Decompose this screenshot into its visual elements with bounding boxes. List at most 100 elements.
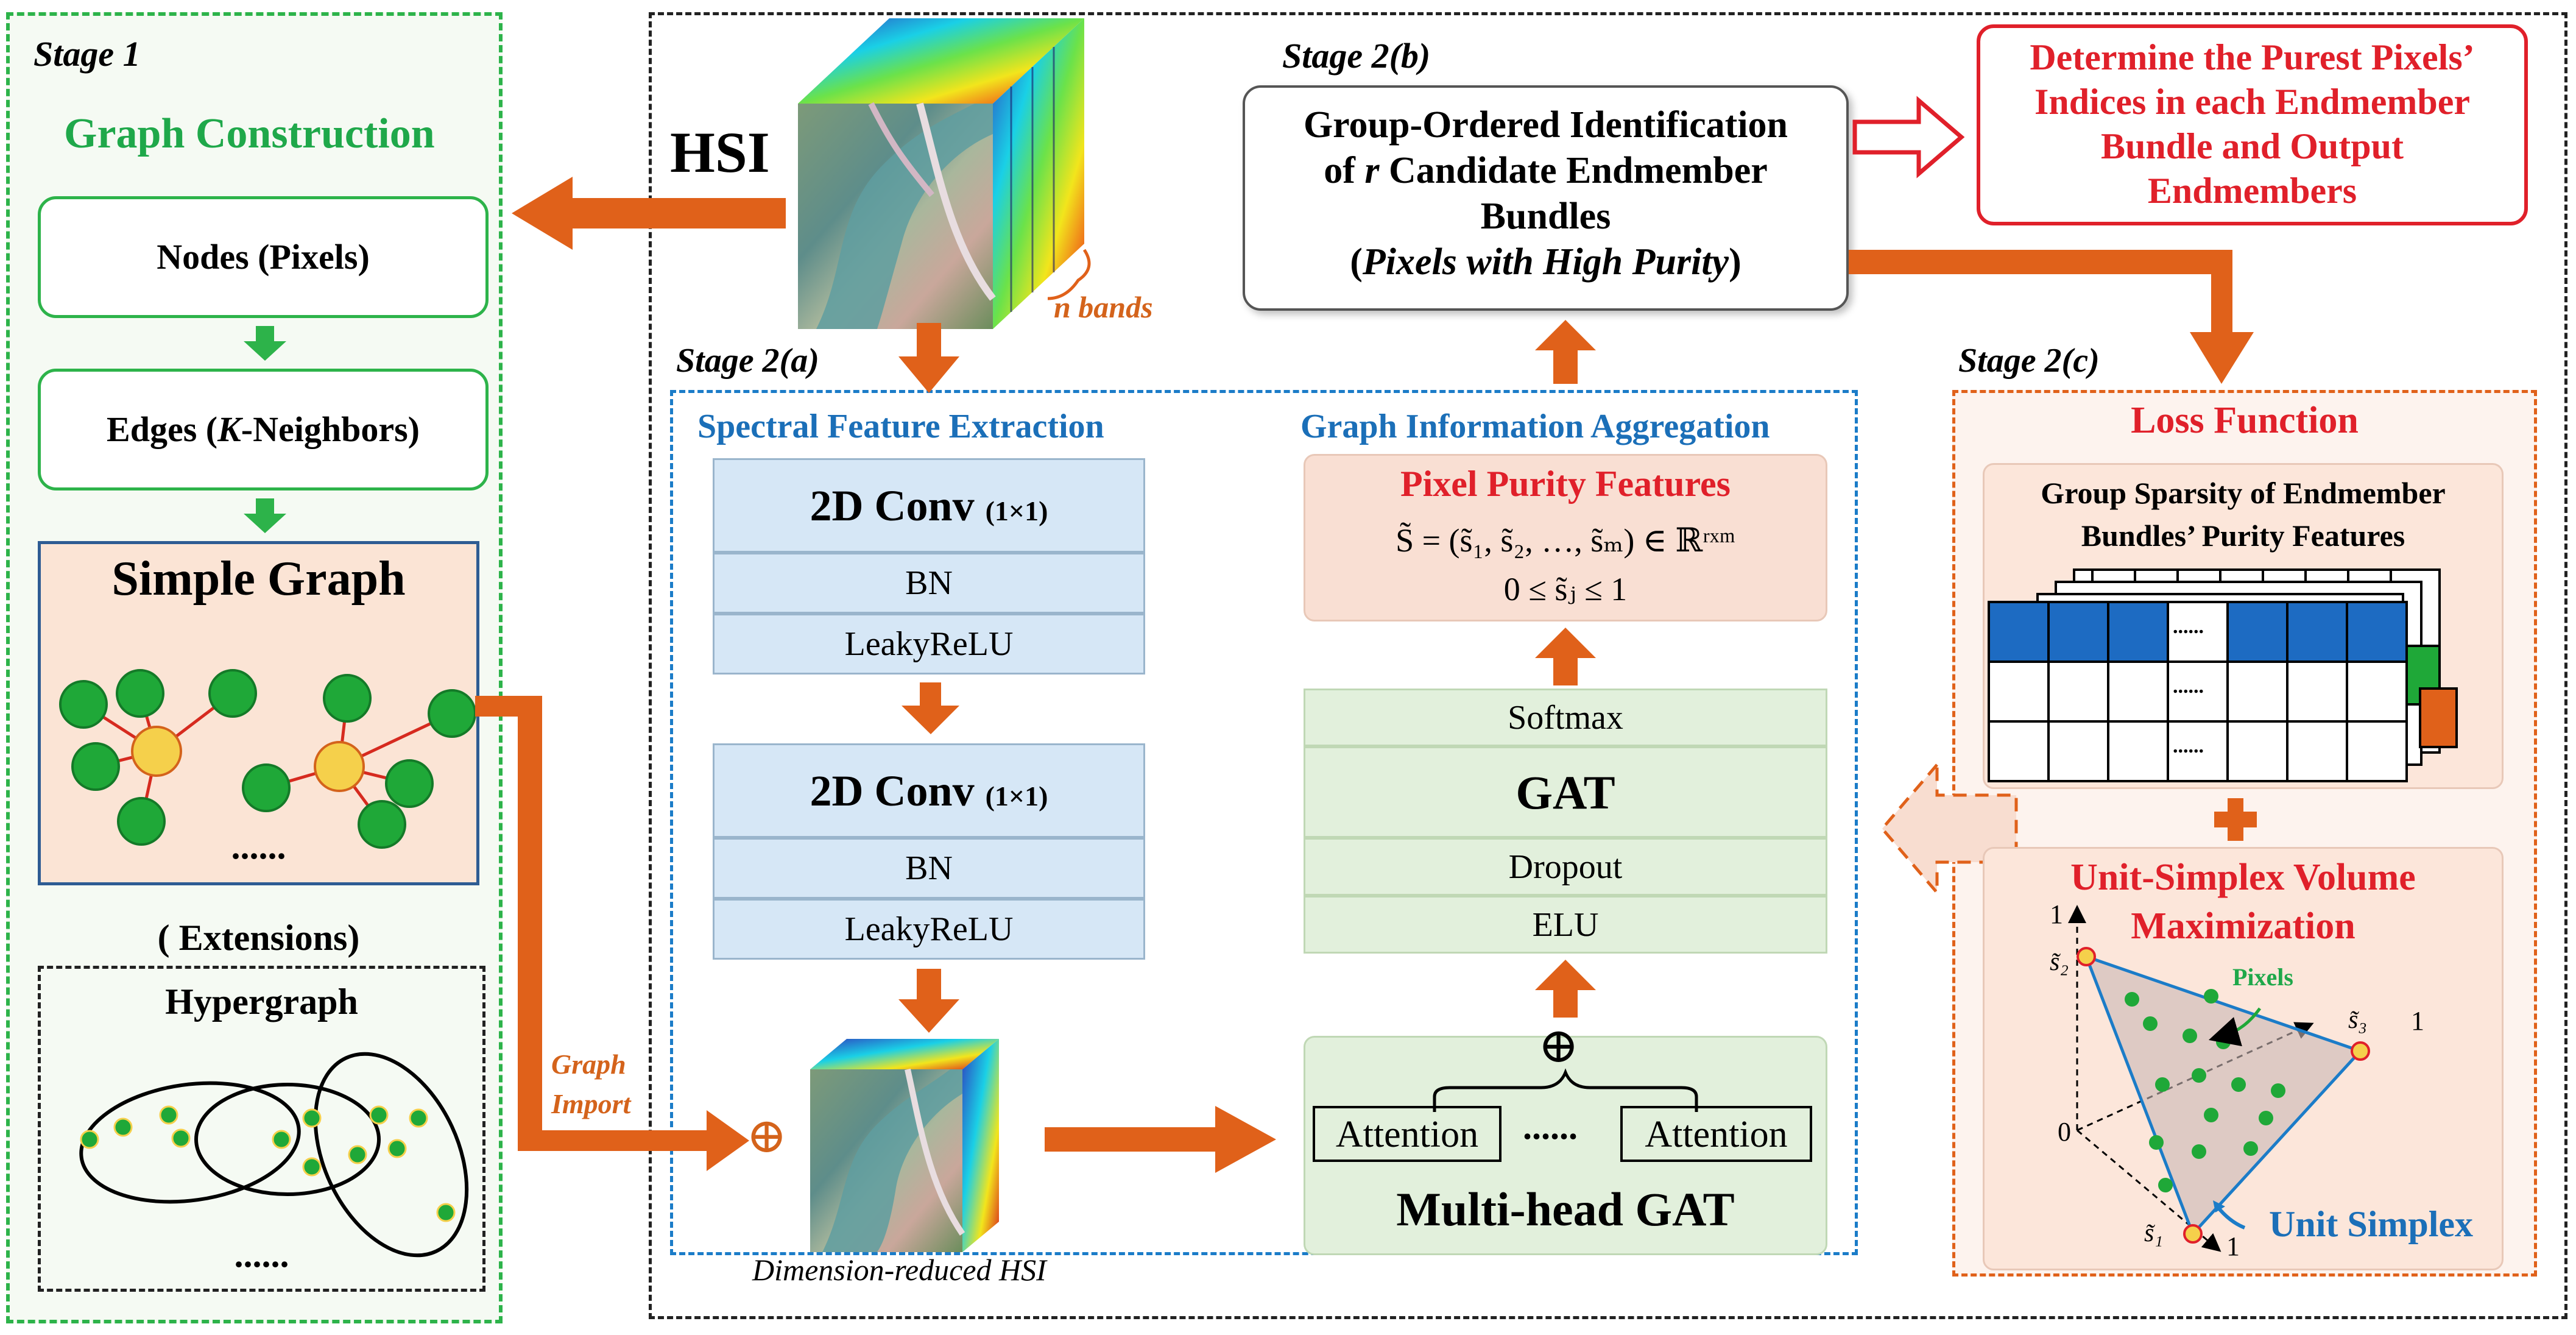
stage1-arrows (244, 326, 286, 533)
spectral-feature-title: Spectral Feature Extraction (697, 408, 1104, 445)
group-line2-r: r (1364, 150, 1380, 191)
graph-construction-title: Graph Construction (64, 110, 435, 157)
node (59, 680, 108, 729)
edges-label-k: K (217, 409, 241, 449)
arrow-hsi-to-conv (898, 323, 959, 393)
arrow-reduced-to-multihead (1045, 1106, 1276, 1173)
attention-bracket (1433, 1068, 1698, 1112)
bn1-label: BN (905, 564, 953, 602)
nodes-label: Nodes (Pixels) (157, 237, 370, 277)
group-line2: of r Candidate Endmember (1243, 149, 1849, 193)
vertex-s1 (2183, 1224, 2203, 1244)
hypergraph-box (38, 966, 485, 1292)
extensions-label: ( Extensions) (157, 918, 360, 958)
lrelu-block-2: LeakyReLU (713, 899, 1145, 960)
attention-2: Attention (1620, 1106, 1812, 1162)
table-dots-3: ...... (2173, 735, 2204, 757)
axis-one-top: 1 (2050, 899, 2063, 929)
graph-import-label-2: Import (551, 1088, 631, 1119)
arrow-softmax-to-ppf (1535, 628, 1596, 685)
unit-simplex-drawing (2068, 905, 2370, 1252)
conv2-sub: (1×1) (985, 781, 1048, 812)
table-dots-2: ...... (2173, 675, 2204, 698)
cube-side (993, 18, 1084, 329)
hypergraph-dots: ...... (234, 1234, 289, 1275)
attention-1: Attention (1313, 1106, 1501, 1162)
node (242, 763, 291, 812)
hyper-node (171, 1128, 191, 1148)
softmax-label: Softmax (1508, 699, 1623, 737)
gs-line1: Group Sparsity of Endmember (2041, 476, 2446, 510)
simple-graph-dots: ...... (231, 826, 286, 866)
arrow-edges-to-graph (244, 498, 286, 533)
dropout-block: Dropout (1304, 838, 1827, 896)
group-line4-pre: ( (1350, 241, 1363, 283)
hyper-node (369, 1105, 389, 1125)
node (116, 669, 164, 718)
nodes-box: Nodes (Pixels) (38, 196, 489, 318)
elu-block: ELU (1304, 896, 1827, 954)
multihead-gat-label: Multi-head GAT (1396, 1183, 1735, 1236)
hyper-node (113, 1117, 133, 1137)
attention-dots: ...... (1523, 1107, 1578, 1147)
output-line1: Determine the Purest Pixels’ (2030, 37, 2475, 77)
vertex-s2 (2077, 947, 2096, 966)
hyper-node (302, 1157, 322, 1177)
edges-label-prefix: Edges ( (107, 409, 218, 449)
lrelu-block-1: LeakyReLU (713, 614, 1145, 675)
group-line4-post: ) (1729, 241, 1741, 283)
simple-graph-title: Simple Graph (111, 552, 406, 606)
hsi-cube (798, 18, 1091, 329)
hyper-node (348, 1145, 367, 1164)
stage2a-panel (670, 390, 1858, 1255)
stage1-label: Stage 1 (34, 34, 141, 74)
attention-1-label: Attention (1335, 1114, 1479, 1155)
hsi-label: HSI (670, 120, 770, 185)
arrow-ppf-to-group (1535, 320, 1596, 384)
edges-label-suffix: -Neighbors) (241, 409, 420, 449)
table-dots-1: ...... (2173, 615, 2204, 638)
arrow-nodes-to-edges (244, 326, 286, 361)
center-node (131, 726, 182, 777)
output-line3: Bundle and Output (2101, 126, 2404, 166)
group-line2-pre: of (1324, 150, 1365, 191)
hyper-node (436, 1203, 456, 1222)
conv1-main: 2D Conv (810, 481, 975, 530)
dropout-label: Dropout (1508, 848, 1623, 886)
arrow-conv2-to-reduced (898, 969, 959, 1033)
simple-graph-drawing (59, 669, 476, 849)
oplus-graph-import: ⊕ (746, 1110, 788, 1163)
arrow-group-to-output (1852, 96, 1965, 179)
loss-function-title: Loss Function (2131, 400, 2359, 441)
plus-sign (2214, 798, 2257, 841)
gat-block: GAT (1304, 746, 1827, 838)
conv-block-1: 2D Conv (1×1) (713, 458, 1145, 553)
axis-zero: 0 (2058, 1117, 2071, 1147)
attention-2-label: Attention (1645, 1114, 1788, 1155)
group-sparsity-table (1988, 568, 2458, 782)
group-line4-it: Pixels with High Purity (1362, 241, 1729, 283)
stage2c-label: Stage 2(c) (1958, 342, 2100, 380)
hyper-node (387, 1139, 407, 1158)
stage2a-label: Stage 2(a) (676, 342, 819, 380)
group-line4: (Pixels with High Purity) (1243, 241, 1849, 284)
lrelu1-label: LeakyReLU (844, 625, 1014, 663)
hypergraph-title: Hypergraph (165, 982, 358, 1022)
node (208, 669, 257, 718)
ppf-eq1: S̃ = (s̃₁, s̃₂, …, s̃ₘ) ∈ ℝʳˣᵐ (1396, 522, 1735, 559)
node (117, 797, 166, 846)
group-line2-post: Candidate Endmember (1379, 150, 1768, 191)
gat-label: GAT (1516, 766, 1615, 819)
pixels-label: Pixels (2232, 963, 2293, 991)
axis-one-right: 1 (2411, 1006, 2424, 1036)
conv2-main: 2D Conv (810, 767, 975, 815)
unit-simplex-label: Unit Simplex (2269, 1204, 2474, 1244)
dimension-reduced-cube (810, 1039, 999, 1252)
hyper-node (159, 1105, 178, 1125)
arrow-group-to-loss (1849, 250, 2254, 384)
group-line1: Group-Ordered Identification (1303, 104, 1788, 146)
output-line4: Endmembers (2147, 171, 2357, 211)
hyper-node (272, 1130, 291, 1149)
elu-label: ELU (1532, 906, 1599, 944)
hypergraph-drawing (79, 1052, 469, 1258)
